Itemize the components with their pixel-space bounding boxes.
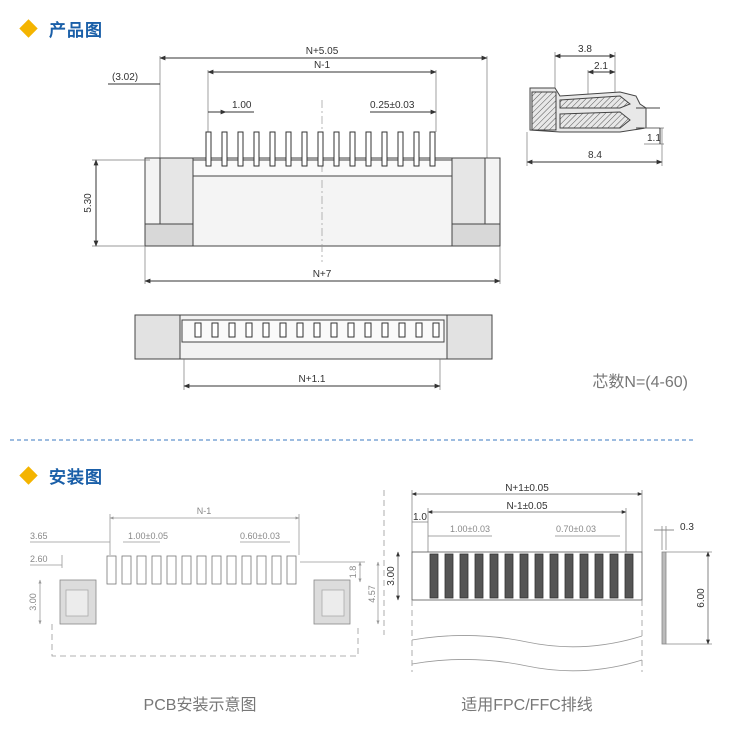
pcb-install-view — [30, 514, 380, 657]
dim-n505: N+5.05 — [306, 46, 339, 57]
pcb-dim-060: 0.60±0.03 — [240, 531, 280, 541]
fpc-dim-10: 1.0 — [413, 512, 427, 523]
pcb-caption: PCB安装示意图 — [144, 695, 257, 714]
product-front-view — [92, 55, 501, 284]
pcb-dim-260: 2.60 — [30, 554, 48, 564]
dim-n11: N+1.1 — [299, 374, 326, 385]
fpc-dim-070: 0.70±0.03 — [556, 524, 596, 534]
fpc-view — [396, 490, 712, 672]
pcb-dim-300: 3.00 — [28, 593, 38, 611]
product-top-view — [134, 314, 493, 390]
side-dim-11: 1.1 — [647, 133, 661, 144]
fpc-caption: 适用FPC/FFC排线 — [461, 696, 593, 714]
section-header-product: 产品图 — [19, 16, 103, 41]
section-title-product: 产品图 — [49, 21, 103, 41]
dim-530: 5.30 — [83, 193, 94, 213]
fpc-dim-n1: N+1±0.05 — [505, 483, 549, 494]
pcb-dim-100: 1.00±0.05 — [128, 531, 168, 541]
side-dim-38: 3.8 — [578, 44, 592, 55]
fpc-dim-100: 1.00±0.03 — [450, 524, 490, 534]
pin-count-label: 芯数N=(4-60) — [592, 373, 688, 391]
dim-100: 1.00 — [232, 100, 252, 111]
fpc-dim-300: 3.00 — [386, 566, 397, 586]
fpc-dim-nm1: N-1±0.05 — [506, 501, 548, 512]
section-header-install: 安装图 — [19, 463, 103, 488]
dim-n1: N-1 — [314, 60, 331, 71]
pin-row — [205, 131, 436, 167]
dim-025: 0.25±0.03 — [370, 100, 415, 111]
side-dim-21: 2.1 — [594, 61, 608, 72]
fpc-dim-03: 0.3 — [680, 522, 694, 533]
pcb-dim-18: 1.8 — [348, 566, 358, 579]
top-pin-row — [194, 322, 440, 338]
dim-302: (3.02) — [112, 72, 138, 83]
pcb-dim-365: 3.65 — [30, 531, 48, 541]
product-side-view — [526, 52, 664, 166]
side-dim-84: 8.4 — [588, 150, 602, 161]
fpc-dim-600: 6.00 — [696, 588, 707, 608]
dim-n7: N+7 — [313, 269, 332, 280]
pcb-dim-n1: N-1 — [197, 506, 212, 516]
section-title-install: 安装图 — [49, 468, 103, 488]
pcb-dim-457: 4.57 — [367, 585, 377, 603]
